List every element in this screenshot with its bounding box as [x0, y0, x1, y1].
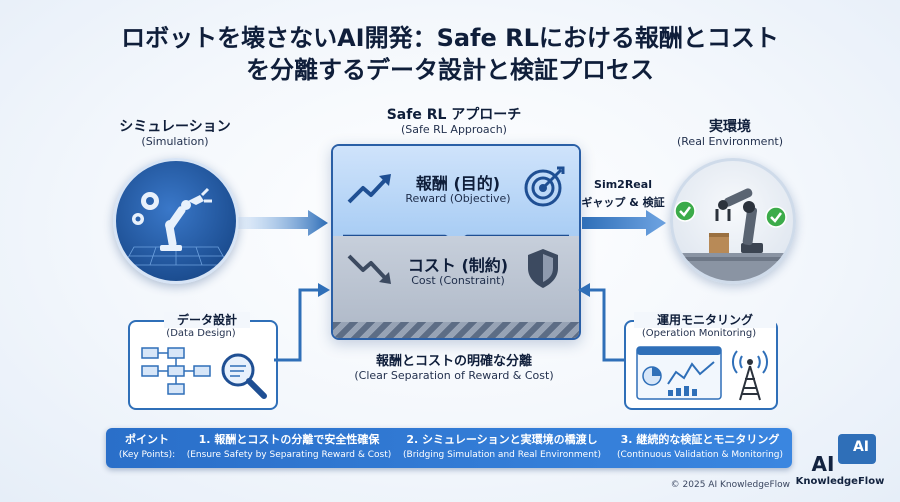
- key-points-label: ポイント: [125, 433, 169, 446]
- trend-up-icon: [347, 174, 391, 204]
- key-point-3-main: 3. 継続的な検証とモニタリング: [620, 433, 780, 446]
- key-point-3: 3. 継続的な検証とモニタリング (Continuous Validation …: [610, 432, 790, 462]
- page-title-line2: を分離するデータ設計と検証プロセス: [246, 56, 654, 84]
- logo-book-icon: [838, 434, 876, 464]
- shield-icon: [528, 249, 558, 288]
- data-design-title: データ設計: [164, 312, 250, 328]
- logo-ai-text: AI: [811, 452, 835, 476]
- logo-brand: KnowledgeFlow: [795, 476, 885, 487]
- copyright: © 2025 AI KnowledgeFlow: [670, 480, 790, 490]
- cost-subtitle: Cost (Constraint): [411, 274, 505, 287]
- simulation-subtitle: (Simulation): [141, 135, 209, 148]
- target-icon: [524, 166, 565, 207]
- key-points-bar: ポイント (Key Points): 1. 報酬とコストの分離で安全性確保 (E…: [106, 428, 792, 468]
- approach-title: Safe RL アプローチ: [386, 107, 522, 123]
- arrow-sim-to-approach: [238, 210, 328, 236]
- key-point-3-sub: (Continuous Validation & Monitoring): [616, 450, 784, 460]
- simulation-robot-icon: [123, 187, 229, 266]
- arrow-monitoring-to-approach: [578, 283, 624, 362]
- safe-rl-box: 報酬 (目的) Reward (Objective) コスト (制約) Cost…: [331, 144, 581, 340]
- key-points-label-group: ポイント (Key Points):: [112, 432, 182, 462]
- cost-section: コスト (制約) Cost (Constraint): [333, 236, 579, 338]
- trend-down-icon: [347, 254, 391, 284]
- arrow-data-to-approach: [274, 283, 330, 362]
- separation-subtitle: (Clear Separation of Reward & Cost): [354, 369, 554, 382]
- data-design-subtitle: (Data Design): [150, 328, 252, 339]
- monitoring-title: 運用モニタリング: [634, 312, 776, 328]
- key-points-label-sub: (Key Points):: [118, 450, 176, 460]
- check-icon-right: [765, 206, 787, 228]
- sim2real-label: Sim2Real: [594, 178, 652, 191]
- reward-title: 報酬 (目的): [415, 174, 501, 193]
- key-point-1-sub: (Ensure Safety by Separating Reward & Co…: [186, 450, 392, 460]
- key-point-1-main: 1. 報酬とコストの分離で安全性確保: [198, 433, 380, 446]
- key-point-1: 1. 報酬とコストの分離で安全性確保 (Ensure Safety by Sep…: [186, 432, 392, 462]
- magnifier-icon: [221, 353, 267, 399]
- simulation-circle: [113, 158, 239, 284]
- constraint-hatch: [333, 322, 579, 338]
- real-env-subtitle: (Real Environment): [676, 135, 784, 148]
- sim2real-gap-label: ギャップ & 検証: [581, 196, 665, 209]
- approach-subtitle: (Safe RL Approach): [401, 123, 507, 136]
- check-icon-left: [674, 200, 696, 222]
- simulation-title: シミュレーション: [119, 119, 231, 135]
- key-point-2-main: 2. シミュレーションと実環境の橋渡し: [406, 433, 598, 446]
- separation-title: 報酬とコストの明確な分離: [375, 354, 532, 369]
- arrow-approach-to-real: [582, 210, 666, 236]
- logo-mark: AI: [852, 439, 870, 455]
- key-point-2-sub: (Bridging Simulation and Real Environmen…: [403, 450, 601, 460]
- antenna-tower-icon: [732, 350, 768, 401]
- reward-section: 報酬 (目的) Reward (Objective): [333, 146, 579, 236]
- monitoring-subtitle: (Operation Monitoring): [634, 328, 764, 339]
- reward-subtitle: Reward (Objective): [405, 192, 511, 205]
- flowchart-icon: [141, 347, 211, 395]
- cost-title: コスト (制約): [407, 256, 509, 275]
- page-title-line1: ロボットを壊さないAI開発：Safe RLにおける報酬とコスト: [121, 24, 779, 52]
- key-point-2: 2. シミュレーションと実環境の橋渡し (Bridging Simulation…: [396, 432, 608, 462]
- real-env-title: 実環境: [709, 119, 751, 135]
- dashboard-icon: [636, 346, 722, 400]
